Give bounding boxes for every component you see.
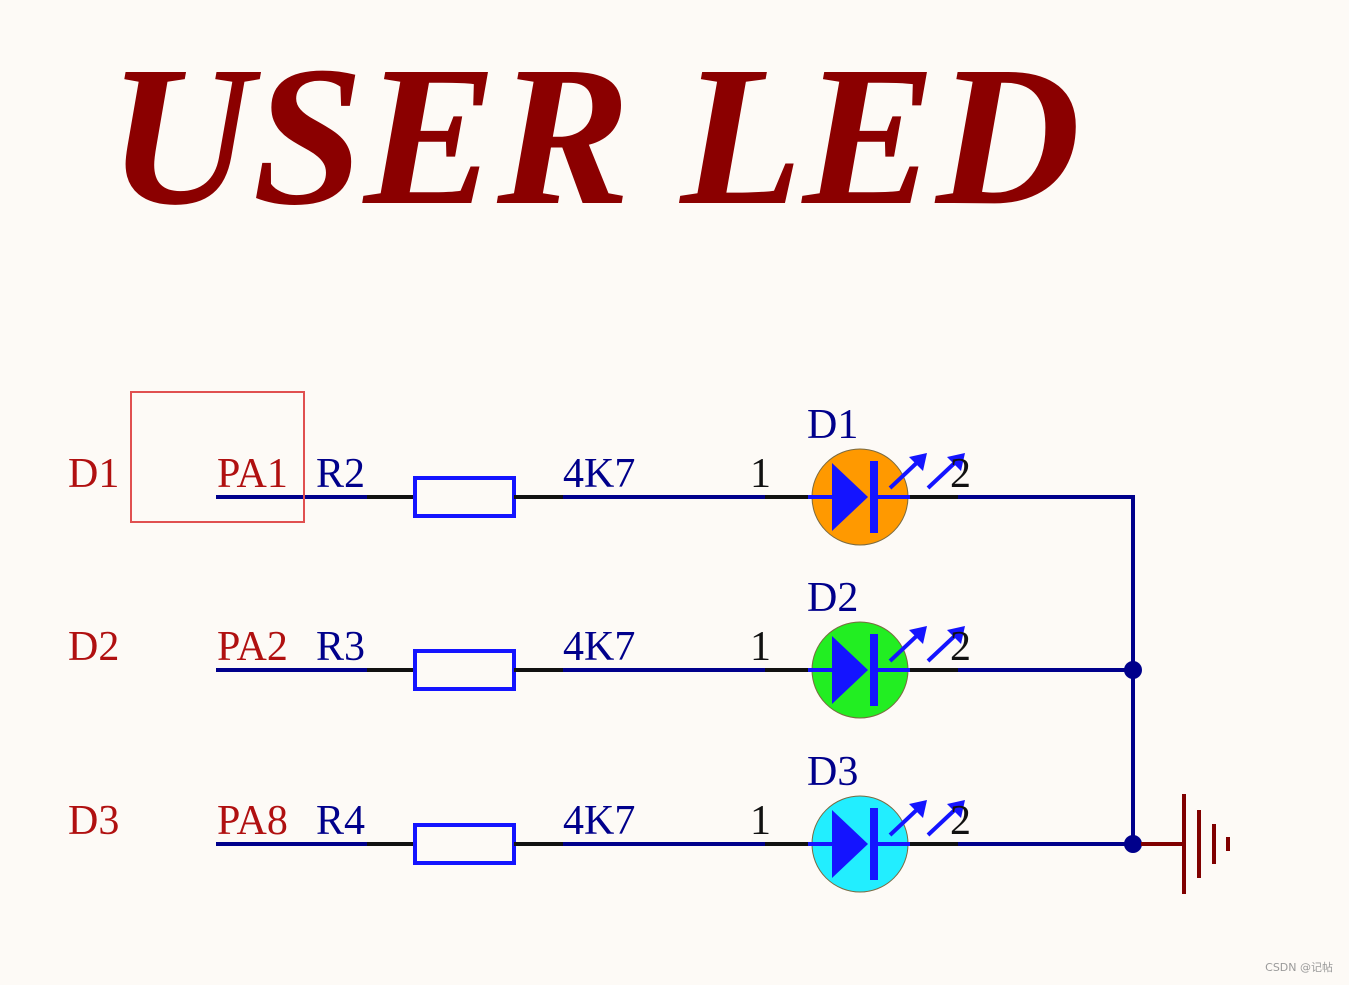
port-label: D3	[68, 798, 119, 844]
watermark: CSDN @记帖	[1265, 961, 1333, 974]
resistor-body	[413, 823, 516, 865]
resistor-value: 4K7	[563, 451, 635, 497]
led-designator: D1	[807, 402, 858, 448]
diode-triangle	[832, 463, 868, 531]
pin-label: PA8	[217, 798, 288, 844]
resistor-designator: R2	[316, 451, 365, 497]
emission-arrow-head	[909, 453, 927, 471]
led-pin2-number: 2	[950, 798, 971, 844]
diode-triangle	[832, 636, 868, 704]
emission-arrow-head	[947, 453, 965, 471]
emission-arrow-head	[947, 626, 965, 644]
led-designator: D2	[807, 575, 858, 621]
emission-arrow-head	[909, 626, 927, 644]
diode-triangle	[832, 810, 868, 878]
ground-symbol-icon	[1141, 794, 1230, 894]
led-designator: D3	[807, 749, 858, 795]
led-pin1-number: 1	[750, 624, 771, 670]
led-pin1-number: 1	[750, 798, 771, 844]
schematic-title: USER LED	[108, 26, 1080, 247]
resistor-value: 4K7	[563, 624, 635, 670]
led-pin1-number: 1	[750, 451, 771, 497]
junction-dot	[1124, 661, 1142, 679]
led-pin2-number: 2	[950, 624, 971, 670]
ground-bus	[130, 391, 1230, 894]
led-pin2-number: 2	[950, 451, 971, 497]
resistor-body	[413, 649, 516, 691]
pin-label: PA2	[217, 624, 288, 670]
highlight-box	[130, 391, 305, 523]
junction-dot	[1124, 835, 1142, 853]
port-label: D1	[68, 451, 119, 497]
pin-label: PA1	[217, 451, 288, 497]
port-label: D2	[68, 624, 119, 670]
resistor-designator: R3	[316, 624, 365, 670]
emission-arrow-head	[909, 800, 927, 818]
emission-arrow-head	[947, 800, 965, 818]
resistor-body	[413, 476, 516, 518]
resistor-value: 4K7	[563, 798, 635, 844]
resistor-designator: R4	[316, 798, 365, 844]
